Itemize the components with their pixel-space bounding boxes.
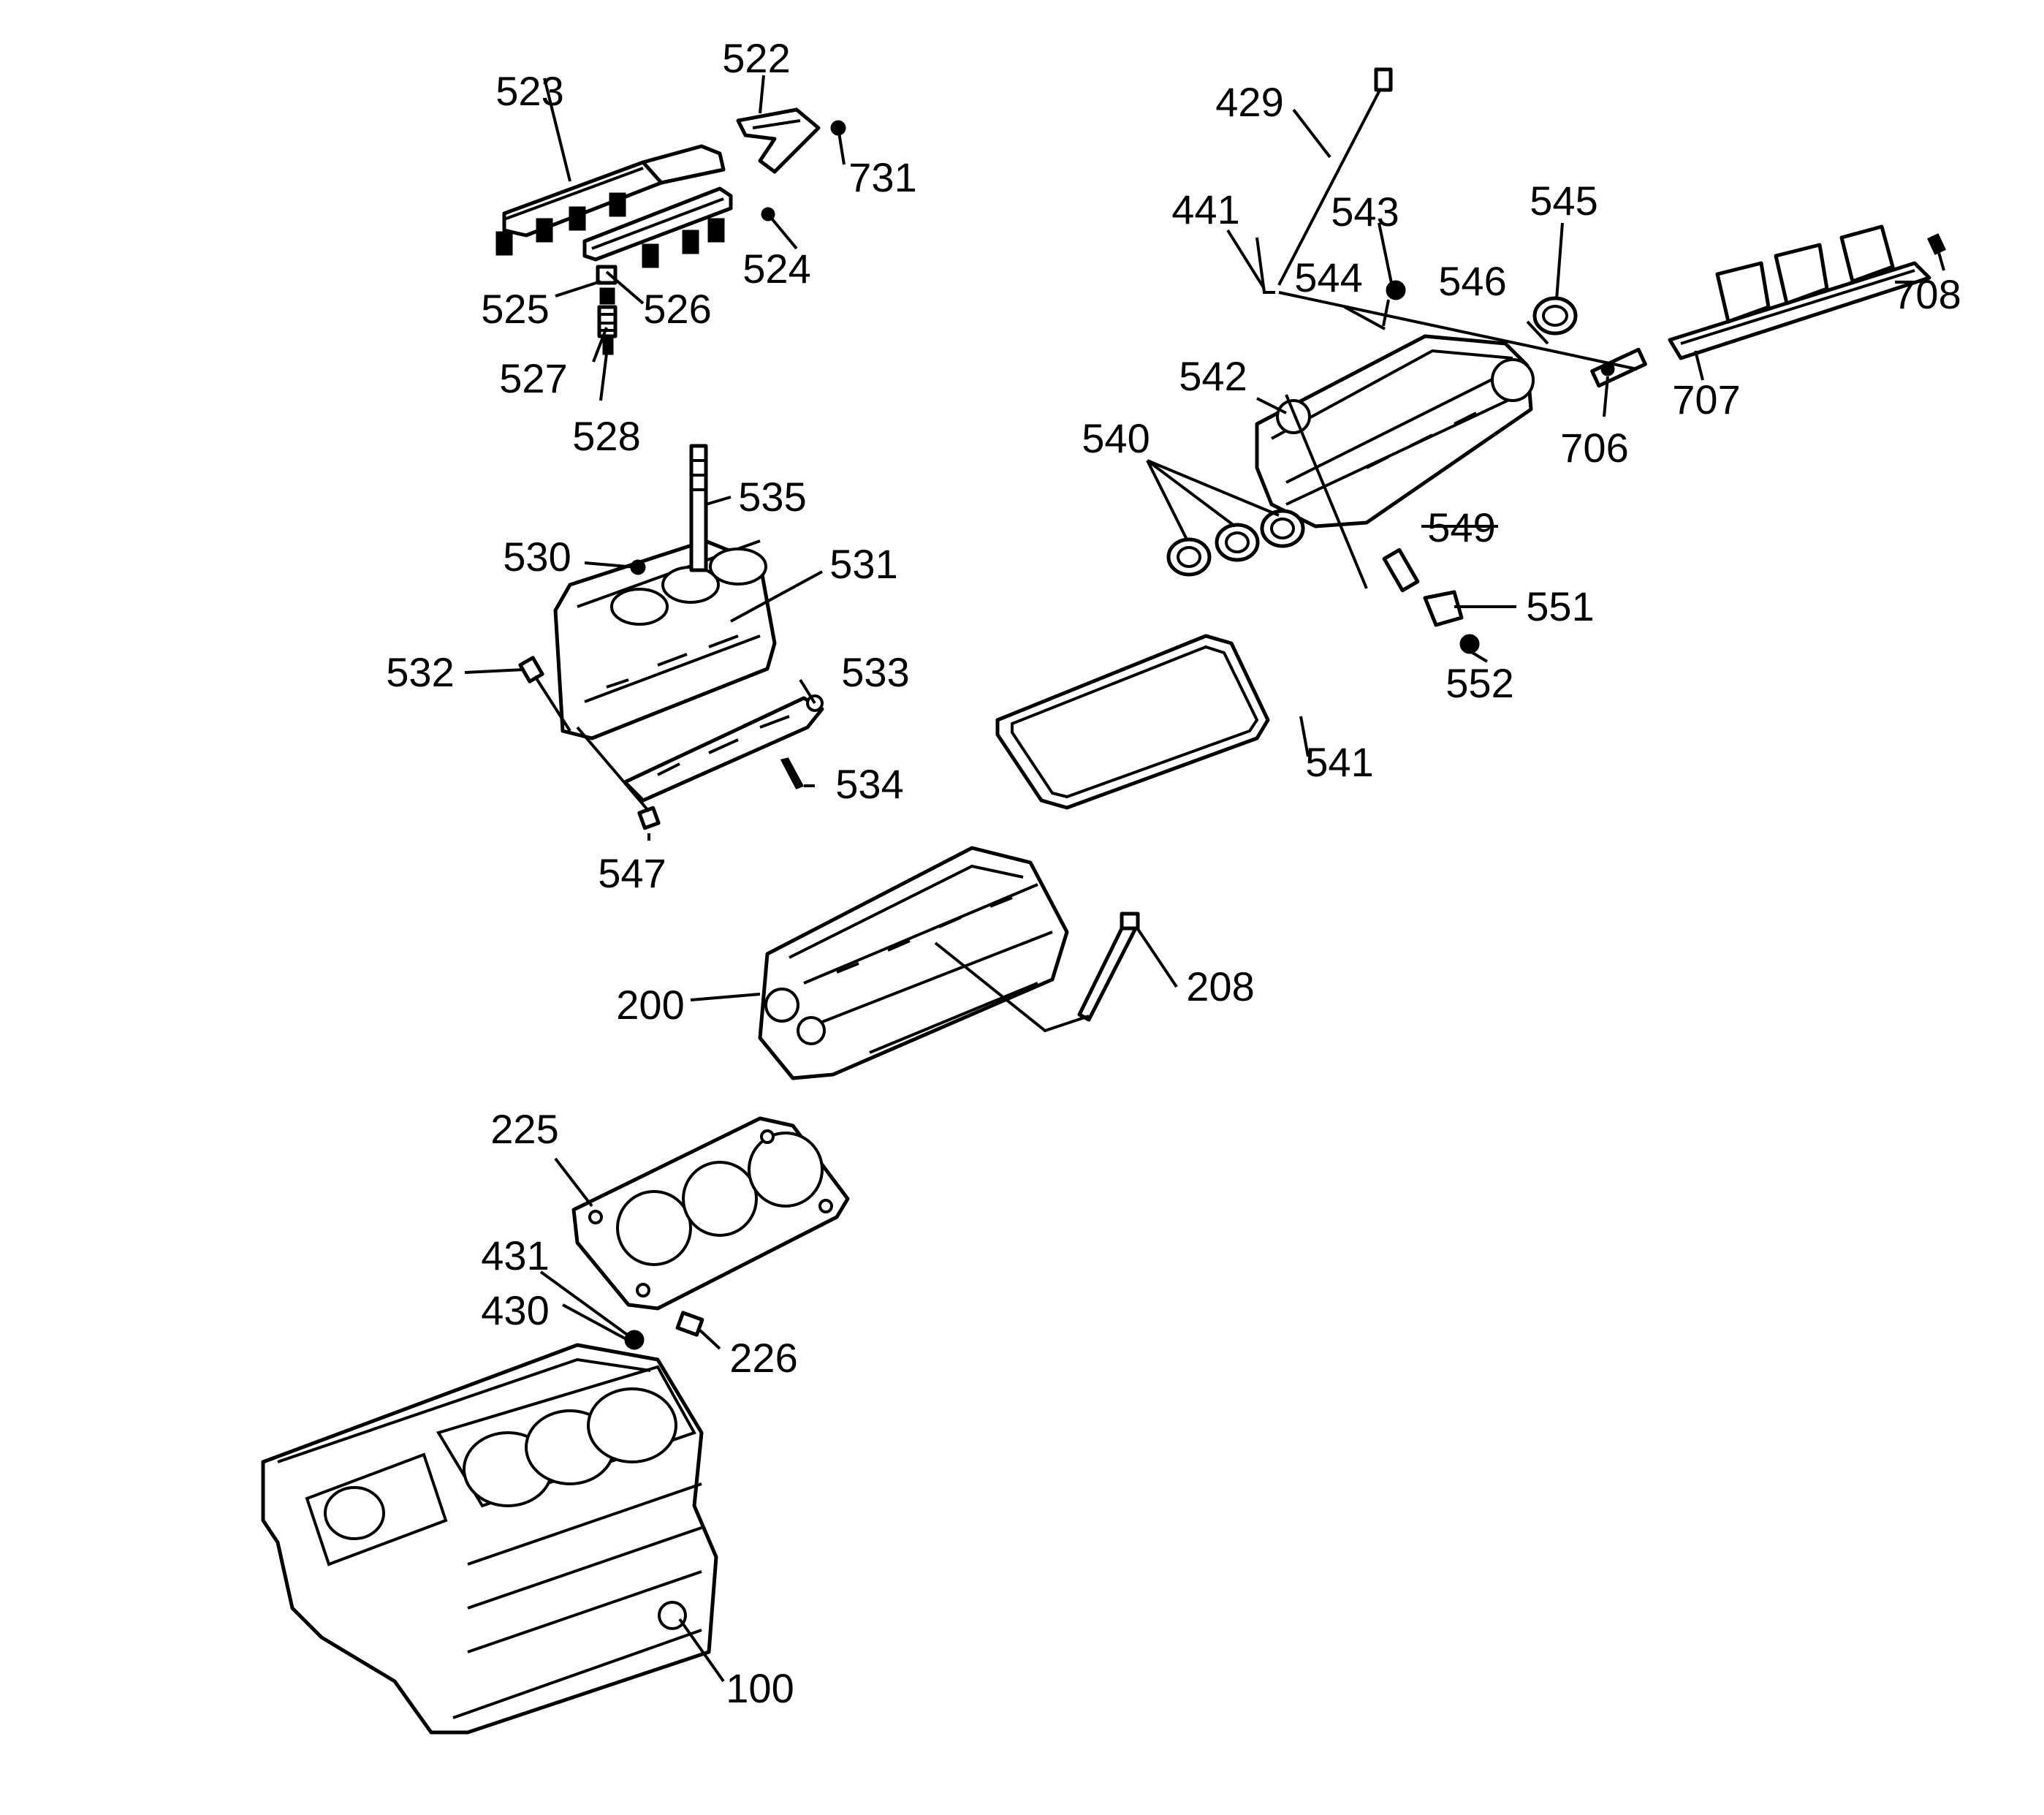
callout-531: 531 <box>829 541 898 587</box>
leader-lines <box>464 75 1945 1683</box>
callout-545: 545 <box>1530 178 1598 224</box>
seal-rings <box>1166 509 1305 577</box>
callout-708: 708 <box>1893 271 1961 317</box>
oil-fill-cap <box>1532 296 1578 336</box>
callout-528: 528 <box>572 413 641 459</box>
engine-block <box>261 1343 718 1735</box>
stud-535 <box>689 444 708 572</box>
dowel-226 <box>675 1311 704 1337</box>
callout-527: 527 <box>499 355 568 401</box>
callout-523: 523 <box>495 68 564 114</box>
callout-533: 533 <box>841 649 910 695</box>
callout-542: 542 <box>1179 353 1247 399</box>
callout-522: 522 <box>722 35 791 81</box>
callout-535: 535 <box>738 474 807 520</box>
dipstick-429 <box>1277 67 1393 286</box>
spring-534 <box>780 757 805 789</box>
callout-544: 544 <box>1294 254 1363 300</box>
valve-cover-gasket <box>995 634 1270 810</box>
callout-430: 430 <box>481 1287 550 1333</box>
callout-525: 525 <box>481 286 550 332</box>
callout-431: 431 <box>481 1232 550 1278</box>
callout-534: 534 <box>835 761 904 807</box>
intake-manifold-lower <box>553 539 777 740</box>
sensor-706 <box>1590 347 1647 388</box>
callout-208: 208 <box>1186 963 1255 1009</box>
callout-549: 549 <box>1427 504 1496 550</box>
head-bolt-208 <box>1077 912 1140 1022</box>
bolt-532 <box>518 656 571 732</box>
callout-551: 551 <box>1526 583 1595 629</box>
callout-547: 547 <box>598 850 666 896</box>
callout-429: 429 <box>1215 79 1284 125</box>
callout-100: 100 <box>726 1665 794 1711</box>
callout-200: 200 <box>616 982 685 1028</box>
callout-524: 524 <box>742 246 811 292</box>
cylinder-head <box>758 846 1069 1080</box>
callout-526: 526 <box>643 286 712 332</box>
callout-706: 706 <box>1560 425 1629 471</box>
sensor-assembly <box>1382 547 1480 654</box>
callout-543: 543 <box>1331 189 1399 235</box>
bolt-543 <box>1386 280 1406 300</box>
callout-225: 225 <box>490 1106 559 1152</box>
valve-cover <box>1255 334 1535 528</box>
callout-226: 226 <box>729 1335 798 1381</box>
intake-gasket-plate <box>623 694 824 803</box>
fuel-rail-assembly <box>495 144 733 268</box>
callout-731: 731 <box>848 154 917 200</box>
callout-552: 552 <box>1445 660 1514 706</box>
callout-546: 546 <box>1438 258 1507 304</box>
fuel-rail-bracket <box>736 107 821 174</box>
callout-540: 540 <box>1082 415 1150 461</box>
ignition-coil-pack <box>1668 224 1931 360</box>
bolt-708 <box>1927 233 1946 255</box>
callout-541: 541 <box>1305 739 1374 785</box>
callout-532: 532 <box>386 649 455 695</box>
callout-441: 441 <box>1171 186 1240 232</box>
head-gasket <box>571 1116 850 1311</box>
callout-530: 530 <box>503 534 571 580</box>
callout-707: 707 <box>1672 376 1741 423</box>
